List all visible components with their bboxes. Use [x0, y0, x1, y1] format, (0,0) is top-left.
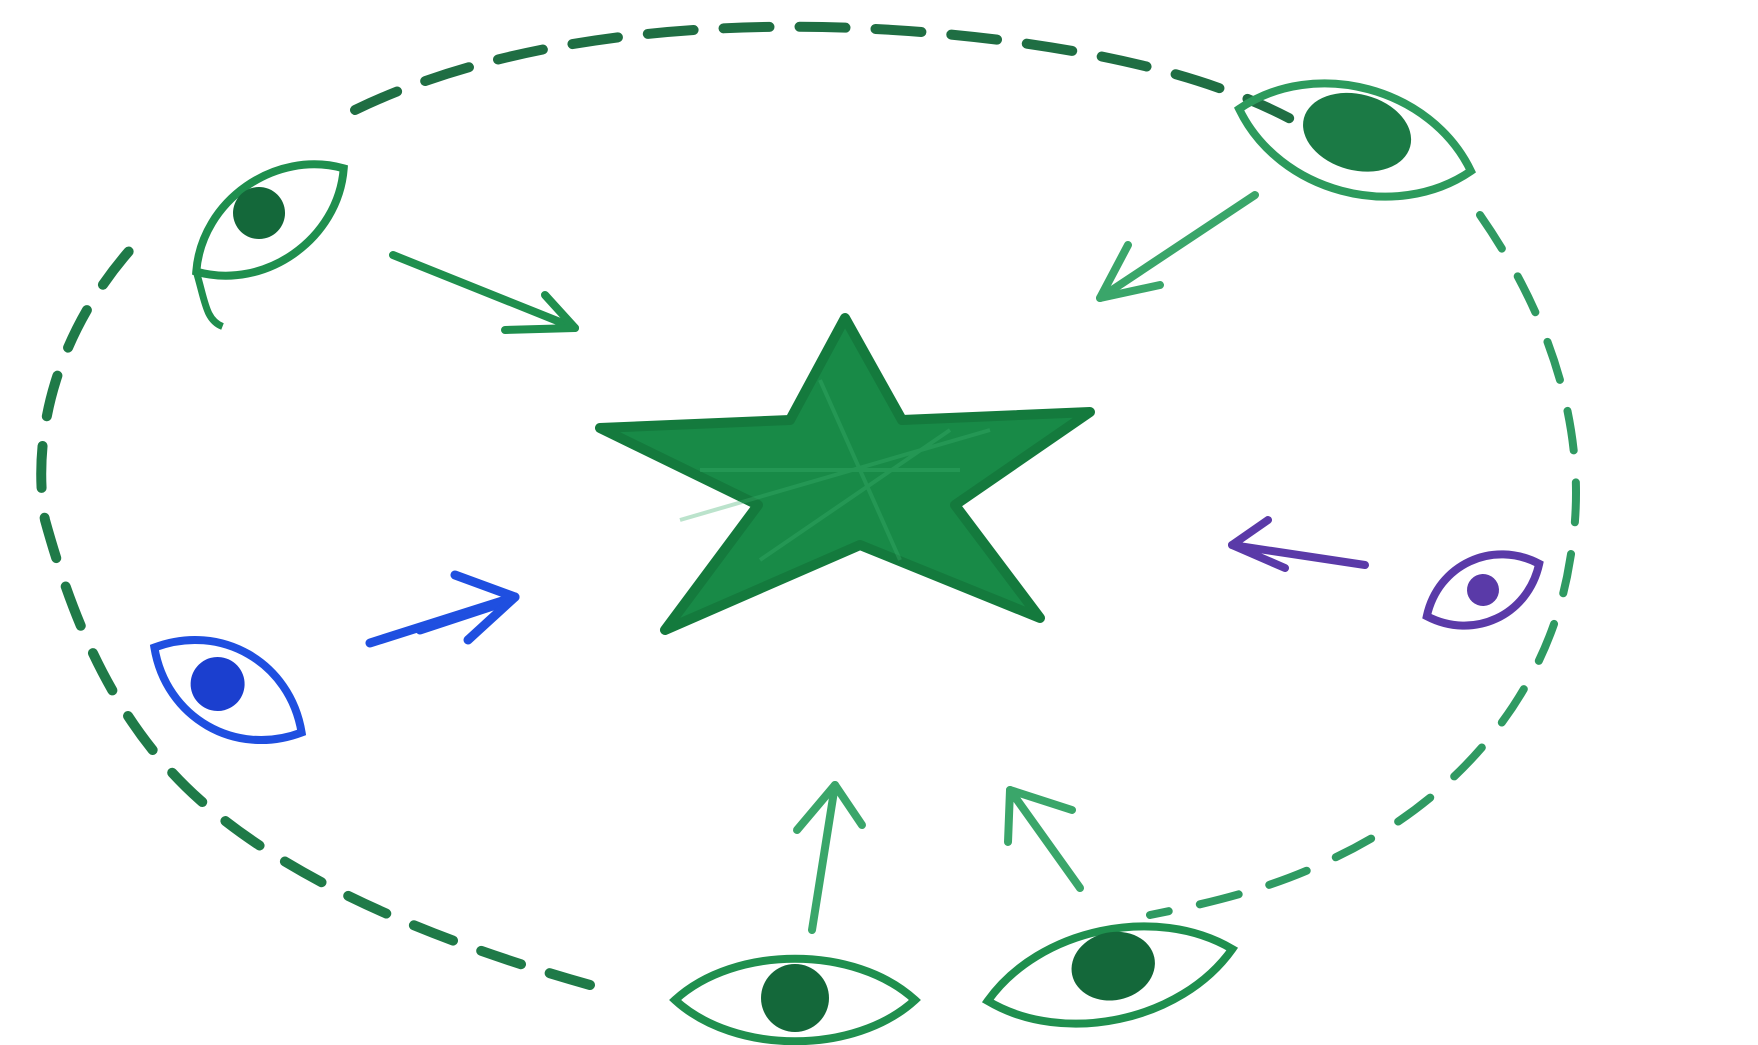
eye-icon: [134, 612, 322, 768]
arrow-icon: [1008, 790, 1080, 888]
arrow-icon: [1232, 520, 1365, 568]
eye-icon: [1413, 535, 1552, 645]
eye-icon: [161, 135, 378, 329]
arrow-icon: [797, 785, 862, 930]
arrow-icon: [393, 255, 575, 330]
eye-icon: [675, 959, 915, 1042]
star-icon: [600, 318, 1090, 630]
arrow-icon: [370, 575, 515, 643]
arrow-icon: [1100, 195, 1255, 298]
eye-icon: [978, 905, 1241, 1045]
eye-icon: [1226, 58, 1485, 222]
